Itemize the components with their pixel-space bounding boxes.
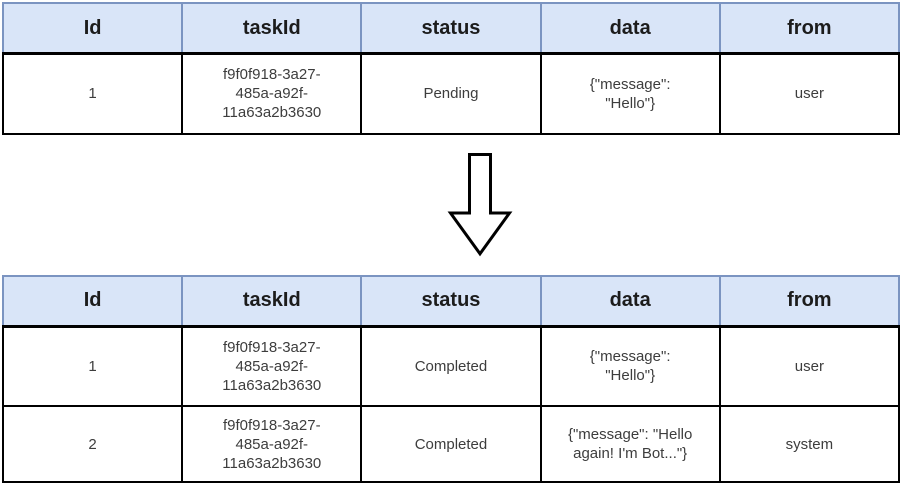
cell-from: system bbox=[718, 405, 901, 483]
task-table-before: Id taskId status data from 1 f9f0f918-3a… bbox=[1, 2, 901, 135]
cell-data: {"message": "Hello"} bbox=[539, 325, 721, 407]
table-row: 1 f9f0f918-3a27- 485a-a92f- 11a63a2b3630… bbox=[1, 325, 901, 407]
cell-status: Completed bbox=[360, 325, 542, 407]
header-cell-data: data bbox=[539, 274, 721, 328]
cell-taskid: f9f0f918-3a27- 485a-a92f- 11a63a2b3630 bbox=[181, 325, 363, 407]
table-row: 1 f9f0f918-3a27- 485a-a92f- 11a63a2b3630… bbox=[1, 52, 901, 135]
transition-arrow bbox=[2, 135, 900, 275]
cell-status: Pending bbox=[360, 52, 542, 135]
table-header-row: Id taskId status data from bbox=[1, 274, 901, 328]
cell-from: user bbox=[718, 325, 901, 407]
header-cell-taskid: taskId bbox=[181, 274, 363, 328]
cell-taskid: f9f0f918-3a27- 485a-a92f- 11a63a2b3630 bbox=[181, 52, 363, 135]
cell-data: {"message": "Hello again! I'm Bot..."} bbox=[539, 405, 721, 483]
header-cell-taskid: taskId bbox=[181, 2, 363, 55]
header-cell-id: Id bbox=[1, 274, 184, 328]
cell-id: 1 bbox=[1, 52, 184, 135]
header-cell-status: status bbox=[360, 274, 542, 328]
down-arrow-icon bbox=[447, 152, 513, 256]
header-cell-from: from bbox=[718, 2, 901, 55]
header-cell-from: from bbox=[718, 274, 901, 328]
header-cell-data: data bbox=[539, 2, 721, 55]
cell-from: user bbox=[718, 52, 901, 135]
header-cell-id: Id bbox=[1, 2, 184, 55]
cell-data: {"message": "Hello"} bbox=[539, 52, 721, 135]
cell-id: 1 bbox=[1, 325, 184, 407]
table-header-row: Id taskId status data from bbox=[1, 2, 901, 55]
table-row: 2 f9f0f918-3a27- 485a-a92f- 11a63a2b3630… bbox=[1, 405, 901, 483]
cell-status: Completed bbox=[360, 405, 542, 483]
task-table-after: Id taskId status data from 1 f9f0f918-3a… bbox=[1, 274, 901, 483]
header-cell-status: status bbox=[360, 2, 542, 55]
cell-id: 2 bbox=[1, 405, 184, 483]
cell-taskid: f9f0f918-3a27- 485a-a92f- 11a63a2b3630 bbox=[181, 405, 363, 483]
